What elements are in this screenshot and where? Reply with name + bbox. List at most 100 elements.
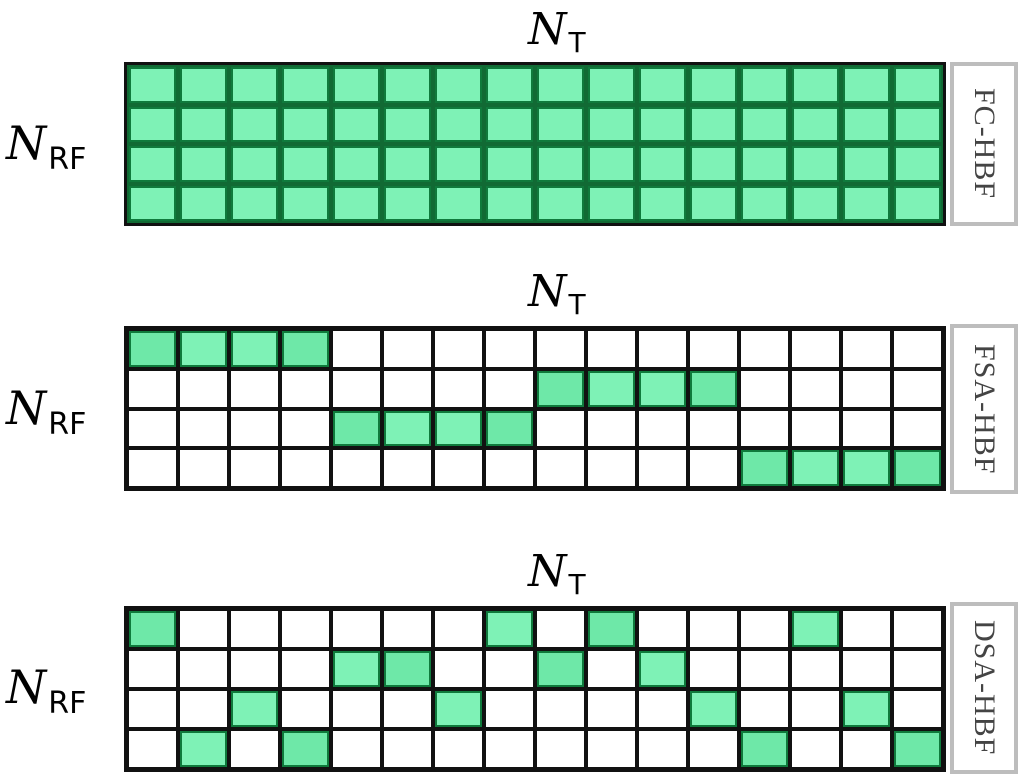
matrix-cell-empty [690, 611, 737, 647]
matrix-cell-empty [588, 691, 635, 727]
matrix-cell-empty [792, 691, 839, 727]
matrix-cell-active [282, 331, 329, 367]
matrix-cell-empty [741, 410, 788, 447]
matrix-cell-active [384, 67, 431, 103]
precoder-matrix-grid [124, 62, 946, 226]
matrix-cell-active [231, 691, 278, 727]
matrix-cell-active [129, 331, 176, 367]
matrix-cell-empty [435, 370, 482, 407]
matrix-cell-active [639, 106, 686, 142]
matrix-cell-active [792, 450, 839, 486]
matrix-cell-empty [741, 651, 788, 687]
matrix-cell-empty [231, 450, 278, 486]
matrix-cell-empty [282, 691, 329, 727]
matrix-cell-active [588, 67, 635, 103]
matrix-cell-active [180, 146, 227, 182]
matrix-cell-active [180, 185, 227, 221]
matrix-cell-empty [690, 651, 737, 687]
matrix-cell-empty [690, 410, 737, 447]
matrix-cell-empty [384, 331, 431, 367]
matrix-cell-active [741, 450, 788, 486]
matrix-cell-empty [486, 450, 533, 486]
matrix-cell-active [384, 106, 431, 142]
matrix-cell-empty [741, 370, 788, 407]
matrix-cell-active [894, 450, 941, 486]
matrix-cell-empty [537, 691, 584, 727]
matrix-cell-empty [333, 331, 380, 367]
matrix-cell-active [537, 370, 584, 407]
matrix-cell-empty [384, 370, 431, 407]
matrix-cell-empty [384, 611, 431, 647]
matrix-cell-active [282, 146, 329, 182]
matrix-cell-active [843, 185, 890, 221]
matrix-cell-empty [843, 611, 890, 647]
matrix-cell-empty [588, 731, 635, 767]
matrix-cell-active [180, 67, 227, 103]
matrix-cell-empty [588, 410, 635, 447]
matrix-cell-active [588, 611, 635, 647]
matrix-cell-active [639, 651, 686, 687]
matrix-cell-empty [486, 731, 533, 767]
matrix-cell-active [435, 691, 482, 727]
matrix-cell-active [639, 370, 686, 407]
matrix-cell-empty [486, 691, 533, 727]
precoder-matrix-grid [124, 326, 946, 491]
matrix-cell-empty [792, 410, 839, 447]
matrix-cell-empty [231, 410, 278, 447]
matrix-cell-active [180, 331, 227, 367]
matrix-cell-active [792, 146, 839, 182]
matrix-cell-active [639, 146, 686, 182]
precoder-matrix-grid [124, 606, 946, 772]
matrix-cell-empty [639, 611, 686, 647]
matrix-cell-active [333, 185, 380, 221]
matrix-cell-empty [843, 410, 890, 447]
matrix-cell-empty [792, 331, 839, 367]
matrix-cell-empty [231, 731, 278, 767]
matrix-cell-empty [486, 370, 533, 407]
matrix-cell-empty [741, 331, 788, 367]
matrix-cell-active [741, 67, 788, 103]
matrix-cell-active [129, 67, 176, 103]
matrix-cell-empty [435, 331, 482, 367]
matrix-cell-active [333, 651, 380, 687]
matrix-cell-active [894, 731, 941, 767]
matrix-cell-empty [741, 611, 788, 647]
matrix-cell-empty [894, 651, 941, 687]
matrix-cell-empty [537, 331, 584, 367]
matrix-cell-active [333, 67, 380, 103]
matrix-cell-active [129, 146, 176, 182]
matrix-cell-empty [282, 410, 329, 447]
matrix-cell-active [435, 410, 482, 447]
matrix-cell-active [843, 106, 890, 142]
matrix-cell-active [282, 106, 329, 142]
matrix-cell-empty [639, 331, 686, 367]
matrix-cell-empty [537, 611, 584, 647]
matrix-cell-empty [690, 731, 737, 767]
matrix-cell-active [333, 410, 380, 447]
matrix-cell-empty [537, 450, 584, 486]
matrix-cell-empty [282, 450, 329, 486]
scheme-tag-label: FSA-HBF [968, 343, 1001, 475]
matrix-cell-active [486, 106, 533, 142]
matrix-cell-active [792, 185, 839, 221]
matrix-cell-active [894, 146, 941, 182]
matrix-cell-active [537, 67, 584, 103]
matrix-cell-empty [486, 651, 533, 687]
matrix-cell-empty [894, 611, 941, 647]
matrix-cell-active [435, 185, 482, 221]
matrix-cell-active [333, 146, 380, 182]
matrix-cell-active [588, 146, 635, 182]
matrix-cell-empty [180, 691, 227, 727]
matrix-cell-empty [435, 450, 482, 486]
matrix-cell-empty [129, 691, 176, 727]
matrix-cell-active [843, 691, 890, 727]
matrix-cell-active [129, 611, 176, 647]
matrix-cell-empty [588, 651, 635, 687]
matrix-cell-active [486, 146, 533, 182]
matrix-cell-active [282, 67, 329, 103]
scheme-tag-label: DSA-HBF [968, 620, 1001, 756]
matrix-cell-empty [588, 331, 635, 367]
matrix-cell-active [435, 106, 482, 142]
matrix-cell-active [231, 331, 278, 367]
matrix-cell-empty [537, 410, 584, 447]
